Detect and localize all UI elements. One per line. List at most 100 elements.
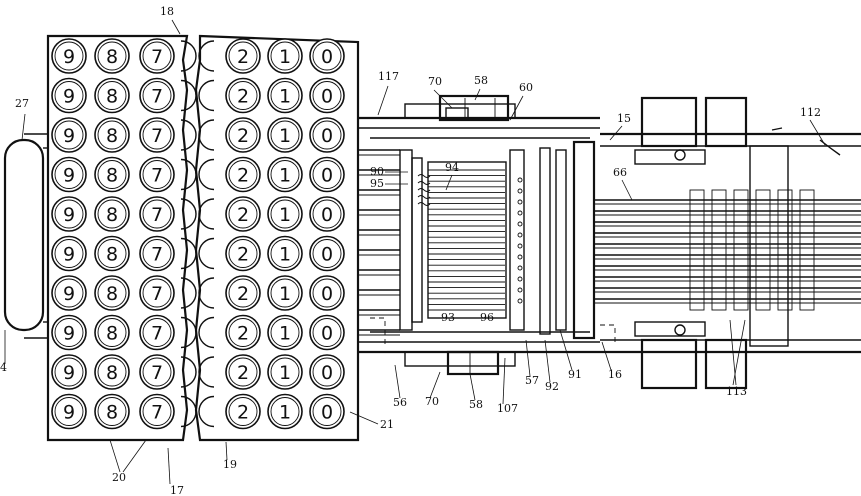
key-digit: 9 [63,244,75,266]
bottom-roller [404,350,516,376]
key-digit: 8 [106,402,118,424]
key-9-row-1[interactable]: 9 [51,38,87,74]
key-2-row-3[interactable]: 2 [225,117,261,153]
key-digit: 9 [63,165,75,187]
key-0-row-6[interactable]: 0 [309,235,345,272]
key-stems [358,149,400,336]
key-0-row-8[interactable]: 0 [309,314,345,351]
key-7-row-2[interactable]: 7 [139,77,175,114]
key-digit: 8 [106,165,118,187]
key-7-row-4[interactable]: 7 [139,156,175,193]
key-digit: 8 [106,46,118,68]
key-1-row-7[interactable]: 1 [267,275,303,311]
key-0-row-4[interactable]: 0 [309,156,345,193]
key-7-row-6[interactable]: 7 [139,235,175,272]
key-8-row-9[interactable]: 8 [94,354,130,390]
key-0-row-2[interactable]: 0 [309,77,345,114]
key-8-row-8[interactable]: 8 [94,314,130,351]
key-0-row-5[interactable]: 0 [309,196,345,232]
key-8-row-10[interactable]: 8 [94,393,130,430]
key-digit: 1 [279,165,291,187]
key-2-row-10[interactable]: 2 [225,393,261,430]
key-2-row-7[interactable]: 2 [225,275,261,311]
key-7-row-8[interactable]: 7 [139,314,175,351]
key-9-row-2[interactable]: 9 [51,77,87,114]
key-digit: 7 [151,86,163,108]
key-8-row-6[interactable]: 8 [94,235,130,272]
ref-66: 66 [613,166,627,179]
key-7-row-5[interactable]: 7 [139,196,175,232]
key-digit: 8 [106,204,118,226]
ref-16: 16 [608,368,622,381]
key-1-row-4[interactable]: 1 [267,156,303,193]
key-1-row-1[interactable]: 1 [267,38,303,74]
key-digit: 2 [237,125,249,147]
key-9-row-3[interactable]: 9 [51,117,87,153]
key-1-row-9[interactable]: 1 [267,354,303,390]
ref-112: 112 [800,106,821,119]
key-8-row-4[interactable]: 8 [94,156,130,193]
key-2-row-8[interactable]: 2 [225,314,261,351]
ref-15: 15 [617,112,631,125]
ref-96: 96 [480,311,494,324]
ref-60: 60 [519,81,533,94]
key-digit: 0 [321,46,333,68]
key-7-row-7[interactable]: 7 [139,275,175,311]
key-9-row-6[interactable]: 9 [51,235,87,272]
key-1-row-5[interactable]: 1 [267,196,303,232]
key-9-row-9[interactable]: 9 [51,354,87,390]
key-2-row-6[interactable]: 2 [225,235,261,272]
key-0-row-10[interactable]: 0 [309,393,345,430]
key-9-row-7[interactable]: 9 [51,275,87,311]
key-8-row-3[interactable]: 8 [94,117,130,153]
key-8-row-7[interactable]: 8 [94,275,130,311]
key-2-row-1[interactable]: 2 [225,38,261,74]
key-digit: 2 [237,204,249,226]
ref-93: 93 [441,311,455,324]
key-8-row-2[interactable]: 8 [94,77,130,114]
ref-57: 57 [525,374,539,387]
key-digit: 9 [63,283,75,305]
top-roller [404,94,516,122]
key-0-row-9[interactable]: 0 [309,354,345,390]
key-9-row-5[interactable]: 9 [51,196,87,232]
key-1-row-8[interactable]: 1 [267,314,303,351]
key-9-row-10[interactable]: 9 [51,393,87,430]
key-digit: 2 [237,165,249,187]
key-digit: 7 [151,46,163,68]
key-digit: 9 [63,362,75,384]
key-2-row-9[interactable]: 2 [225,354,261,390]
key-0-row-1[interactable]: 0 [309,38,345,74]
key-digit: 9 [63,125,75,147]
key-9-row-8[interactable]: 9 [51,314,87,351]
key-0-row-3[interactable]: 0 [309,117,345,153]
key-7-row-1[interactable]: 7 [139,38,175,74]
ref-90: 90 [370,165,384,178]
key-digit: 0 [321,165,333,187]
key-2-row-4[interactable]: 2 [225,156,261,193]
key-2-row-5[interactable]: 2 [225,196,261,232]
key-digit: 1 [279,283,291,305]
key-1-row-6[interactable]: 1 [267,235,303,272]
key-1-row-2[interactable]: 1 [267,77,303,114]
key-9-row-4[interactable]: 9 [51,156,87,193]
key-1-row-3[interactable]: 1 [267,117,303,153]
key-2-row-2[interactable]: 2 [225,77,261,114]
key-1-row-10[interactable]: 1 [267,393,303,430]
ref-58-top: 58 [474,74,488,87]
key-7-row-3[interactable]: 7 [139,117,175,153]
key-0-row-7[interactable]: 0 [309,275,345,311]
key-7-row-10[interactable]: 7 [139,393,175,430]
ref-27: 27 [15,97,29,110]
leader-lines [4,19,826,485]
key-digit: 1 [279,402,291,424]
key-8-row-5[interactable]: 8 [94,196,130,232]
key-8-row-1[interactable]: 8 [94,38,130,74]
key-digit: 9 [63,46,75,68]
key-digit: 2 [237,323,249,345]
key-digit: 8 [106,125,118,147]
key-digit: 2 [237,86,249,108]
key-7-row-9[interactable]: 7 [139,354,175,390]
